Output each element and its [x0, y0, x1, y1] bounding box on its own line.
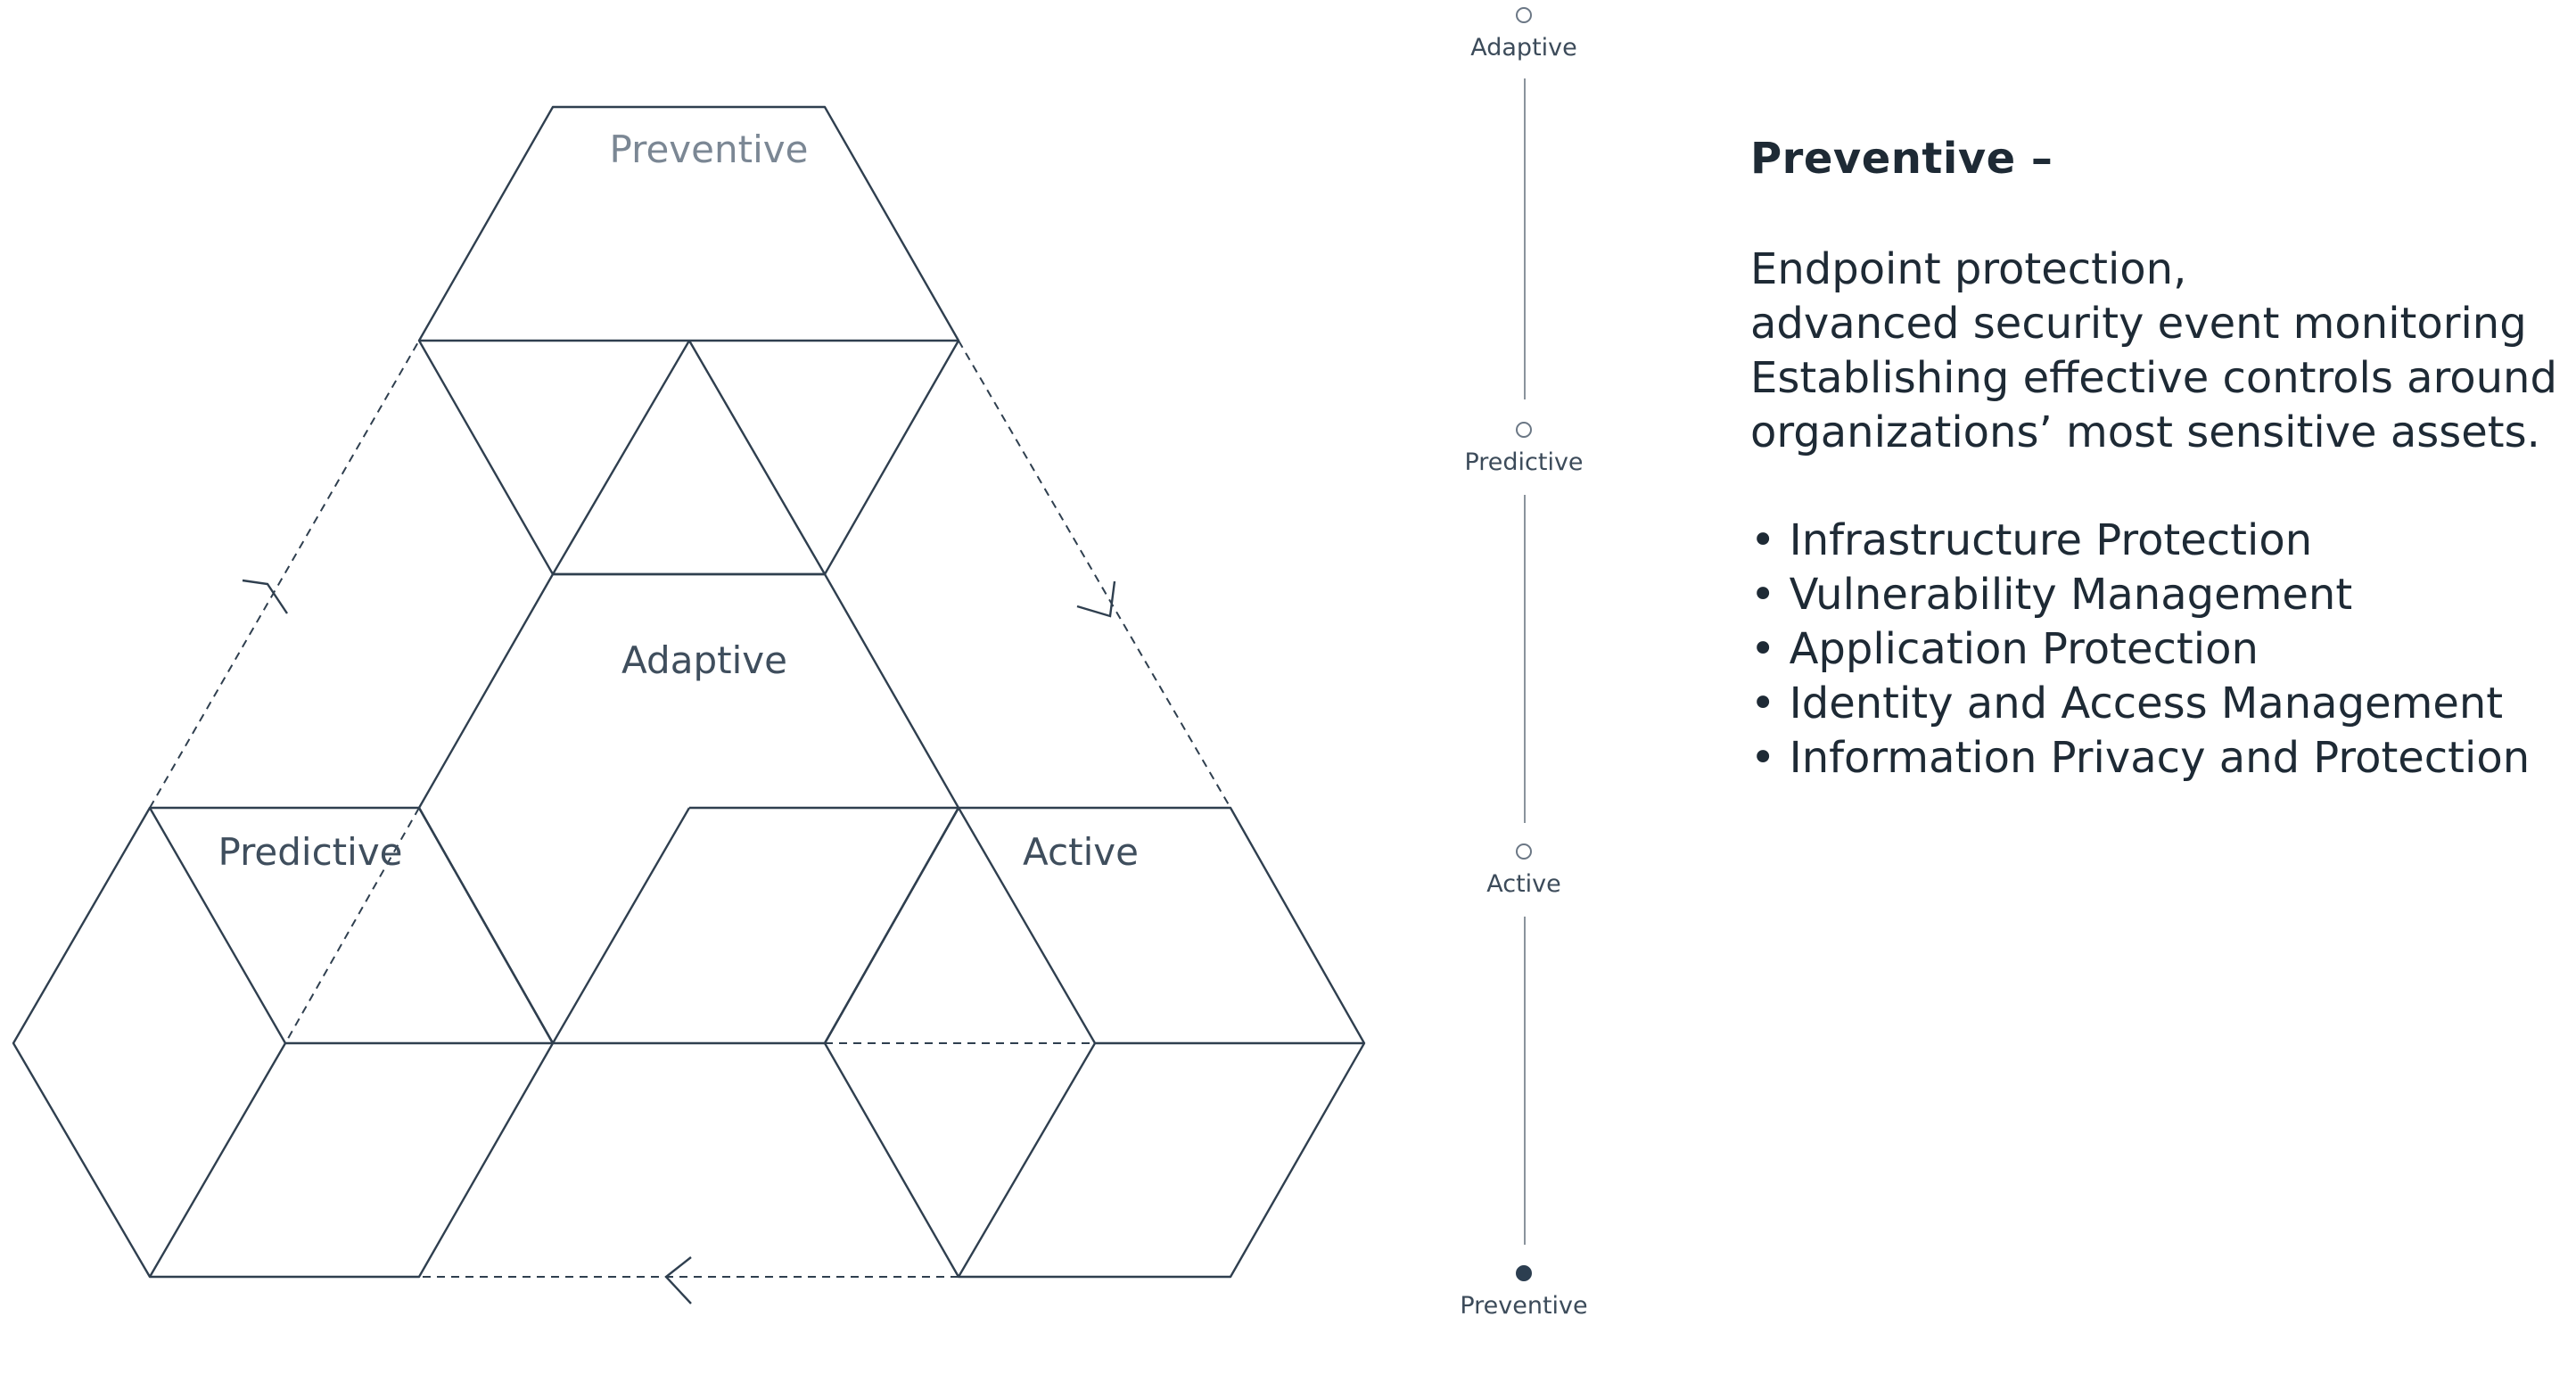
dashed-flow-right	[958, 340, 1231, 809]
arrowhead-up-left	[242, 579, 288, 614]
label-active: Active	[1023, 830, 1139, 874]
list-item: • Infrastructure Protection	[1750, 515, 2313, 565]
step-dot-adaptive[interactable]	[1516, 7, 1532, 23]
step-label-predictive[interactable]: Predictive	[1464, 448, 1584, 476]
arrowhead-down-right	[1076, 580, 1116, 618]
step-connector	[1524, 495, 1526, 823]
step-dot-preventive[interactable]	[1516, 1265, 1532, 1281]
description-line: Endpoint protection,	[1750, 244, 2187, 294]
step-label-adaptive[interactable]: Adaptive	[1470, 34, 1577, 62]
dashed-inner-left	[284, 807, 420, 1044]
list-item: • Information Privacy and Protection	[1750, 733, 2531, 783]
arrowhead-left	[664, 1256, 692, 1304]
description-line: advanced security event monitoring	[1750, 299, 2527, 349]
list-item: • Vulnerability Management	[1750, 570, 2353, 620]
capability-list: • Infrastructure Protection • Vulnerabil…	[1750, 514, 2571, 786]
step-dot-predictive[interactable]	[1516, 422, 1532, 438]
description-line: Establishing effective controls around	[1750, 353, 2557, 403]
label-adaptive: Adaptive	[621, 638, 787, 682]
top-hex-inner	[419, 339, 959, 575]
list-item: • Application Protection	[1750, 624, 2259, 674]
step-connector	[1524, 78, 1526, 399]
step-label-preventive[interactable]: Preventive	[1460, 1292, 1588, 1320]
triad-cube-diagram: Preventive Adaptive Predictive Active	[12, 105, 1366, 1304]
panel-description: Endpoint protection, advanced security e…	[1750, 243, 2571, 460]
panel-title: Preventive –	[1750, 134, 2053, 184]
detail-panel: Preventive – Endpoint protection, advanc…	[1750, 134, 2571, 786]
step-dot-active[interactable]	[1516, 843, 1532, 860]
step-connector	[1524, 917, 1526, 1245]
center-hex-inner	[417, 806, 959, 1044]
right-hex-inner	[823, 807, 1364, 1278]
left-hex-inner	[148, 807, 553, 1278]
dashed-flow-left	[149, 340, 420, 809]
label-predictive: Predictive	[218, 830, 402, 874]
description-line: organizations’ most sensitive assets.	[1750, 407, 2540, 457]
label-preventive: Preventive	[610, 128, 809, 171]
step-label-active[interactable]: Active	[1486, 870, 1561, 898]
list-item: • Identity and Access Management	[1750, 679, 2504, 728]
dashed-inner-top	[688, 340, 826, 575]
